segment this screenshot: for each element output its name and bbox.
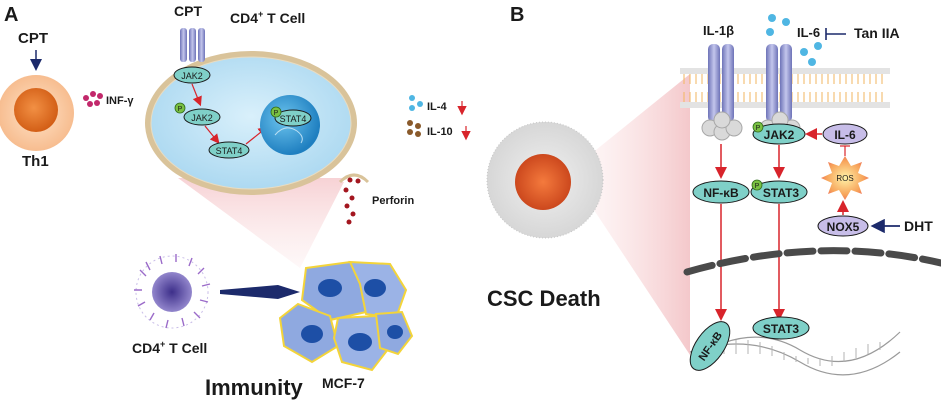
jak2-phospho-label: JAK2 bbox=[191, 113, 213, 123]
phospho-stat3-label: P bbox=[755, 183, 760, 190]
zoom-cone-b bbox=[586, 74, 690, 355]
perforin-dots bbox=[343, 177, 361, 225]
ros-label: ROS bbox=[836, 174, 853, 183]
nox5-pill bbox=[817, 215, 869, 237]
cpt-receptor-label: CPT bbox=[174, 3, 202, 19]
il1b-label: IL-1β bbox=[703, 23, 734, 38]
stat3-dna-label: STAT3 bbox=[763, 322, 800, 336]
cd4-cell-title: CD4+ T Cell bbox=[230, 9, 305, 26]
phospho-stat4-p bbox=[270, 106, 282, 118]
mcf7-cell-cluster bbox=[278, 260, 414, 372]
immunity-label: Immunity bbox=[205, 375, 304, 400]
cpt-receptor bbox=[180, 28, 205, 62]
phospho-jak2-b bbox=[752, 121, 764, 133]
jak2-label: JAK2 bbox=[764, 128, 795, 142]
il6-label: IL-6 bbox=[797, 25, 820, 40]
phospho-jak2-p bbox=[174, 102, 186, 114]
nucleus-dna-squiggle bbox=[274, 127, 303, 144]
tan-label: Tan IIA bbox=[854, 25, 900, 41]
nfkb-label: NF-κB bbox=[703, 186, 739, 200]
stat4-nuc-pill bbox=[274, 109, 312, 127]
il1b-receptor bbox=[701, 44, 743, 141]
jak2-activation-arrow bbox=[191, 83, 202, 107]
inf-gamma-dots bbox=[83, 91, 103, 107]
inf-gamma-label: INF-γ bbox=[106, 95, 134, 107]
jak2-membrane-pill bbox=[173, 66, 211, 84]
il6-intracellular-label: IL-6 bbox=[834, 128, 856, 142]
nfkb-dna-pill bbox=[689, 321, 731, 371]
perforin-vesicle bbox=[338, 173, 370, 184]
stat4-cyto-pill bbox=[208, 141, 250, 159]
th1-nucleus bbox=[14, 88, 58, 132]
stat4-nuc-label: STAT4 bbox=[280, 114, 307, 124]
il10-label: IL-10 bbox=[427, 126, 453, 138]
tcell-to-mcf7-arrow bbox=[220, 285, 300, 299]
panel-a-letter: A bbox=[4, 4, 18, 26]
th1-label: Th1 bbox=[22, 153, 49, 170]
cd4-tcell-small bbox=[134, 254, 211, 329]
il6-intracellular-pill bbox=[822, 123, 868, 145]
phospho-stat4-p-label: P bbox=[274, 110, 279, 117]
cd4-tcell-bottom-label: CD4+ T Cell bbox=[132, 339, 207, 356]
nfkb-pill bbox=[692, 180, 750, 204]
jak2-to-stat4-arrow bbox=[204, 125, 220, 144]
phospho-jak2-p-label: P bbox=[178, 106, 183, 113]
il10-dots bbox=[407, 120, 421, 137]
stat3-label: STAT3 bbox=[763, 186, 800, 200]
ros-burst bbox=[821, 156, 869, 200]
dht-label: DHT bbox=[904, 218, 933, 234]
cd4-cell-body bbox=[150, 56, 352, 190]
mcf7-label: MCF-7 bbox=[322, 375, 365, 391]
zoom-cone-a bbox=[178, 178, 346, 268]
jak2-membrane-label: JAK2 bbox=[181, 71, 203, 81]
nuclear-envelope bbox=[683, 247, 941, 276]
cpt-top-label: CPT bbox=[18, 30, 48, 47]
il6-dots bbox=[766, 14, 822, 66]
csc-nucleus bbox=[515, 154, 571, 210]
il4-label: IL-4 bbox=[427, 101, 447, 113]
stat4-cyto-label: STAT4 bbox=[216, 146, 243, 156]
nox5-label: NOX5 bbox=[827, 220, 860, 234]
perforin-label: Perforin bbox=[372, 195, 414, 207]
csc-cell-texture bbox=[486, 121, 604, 239]
stat3-dna-pill bbox=[752, 316, 810, 340]
stat3-pill bbox=[750, 180, 808, 204]
csc-death-label: CSC Death bbox=[487, 286, 601, 311]
panel-b-letter: B bbox=[510, 4, 524, 26]
jak2-phospho-pill bbox=[183, 108, 221, 126]
il4-dots bbox=[409, 95, 423, 111]
phospho-stat3 bbox=[751, 179, 763, 191]
phospho-jak2-b-label: P bbox=[756, 125, 761, 132]
